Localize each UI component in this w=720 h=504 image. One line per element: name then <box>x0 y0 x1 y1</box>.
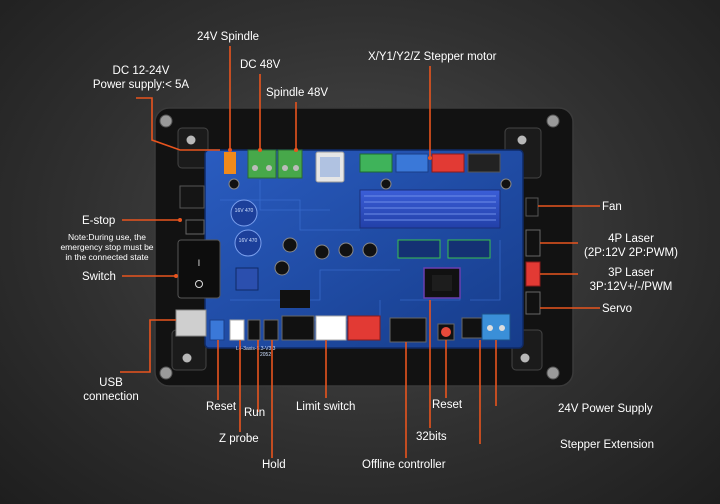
run-connector <box>247 319 261 341</box>
terminal-block-dc48 <box>247 149 277 179</box>
label-hold: Hold <box>262 459 286 471</box>
label-usb-line1: USB <box>99 377 123 389</box>
silkscreen-code: 2052 <box>260 352 271 358</box>
screw-icon <box>520 353 530 363</box>
label-24v-power-supply: 24V Power Supply <box>558 403 653 415</box>
label-switch: Switch <box>82 271 116 283</box>
stepper-connector-z <box>467 153 501 173</box>
stepper-connector-y2 <box>431 153 465 173</box>
label-dc-48v: DC 48V <box>240 59 281 71</box>
offline-connector <box>389 317 427 343</box>
label-4p-laser-line1: 4P Laser <box>608 233 654 245</box>
driver-chip <box>235 267 259 291</box>
screw-icon <box>159 114 173 128</box>
dc-jack <box>179 185 205 209</box>
label-estop-note-line3: in the connected state <box>65 252 149 262</box>
stepper-ext-connector <box>461 317 483 339</box>
regulator <box>280 290 310 308</box>
label-spindle-48v: Spindle 48V <box>266 87 329 99</box>
label-dc-supply-line2: Power supply:< 5A <box>92 79 190 91</box>
laser4-connector <box>525 229 541 257</box>
label-fan: Fan <box>602 201 622 213</box>
label-usb-line2: connection <box>83 391 139 403</box>
label-estop-note: Note:During use, the emergency stop must… <box>52 232 162 262</box>
stepper-connectors <box>359 153 501 173</box>
label-estop-note-line1: Note:During use, the <box>68 232 146 242</box>
bottom-connectors <box>209 313 511 343</box>
limit-connector-black <box>281 315 315 341</box>
limit-connector-red <box>347 315 381 341</box>
silkscreen: L4-3axis-5.3-V3.3 <box>236 346 276 352</box>
capacitor <box>230 199 258 227</box>
label-usb: USB connection <box>76 376 146 404</box>
limit-connector-white <box>315 315 347 341</box>
estop-connector <box>185 219 205 235</box>
cap-label: 16V 470 <box>235 208 254 214</box>
label-run: Run <box>244 407 266 419</box>
capacitors <box>228 178 512 276</box>
label-dc-supply: DC 12-24V Power supply:< 5A <box>86 64 196 92</box>
rocker-switch <box>177 239 221 299</box>
label-estop: E-stop <box>82 215 116 227</box>
terminal-block-spindle48 <box>277 149 303 179</box>
terminal-block-24v <box>224 152 236 174</box>
svg-text:I: I <box>198 259 201 269</box>
stepper-connector-x <box>359 153 393 173</box>
label-stepper-extension: Stepper Extension <box>560 439 654 451</box>
label-estop-note-line2: emergency stop must be <box>60 242 154 252</box>
leader-lines <box>120 46 600 458</box>
label-z-probe: Z probe <box>219 433 259 445</box>
heatsink-fins <box>364 195 496 221</box>
screw-icon <box>517 135 527 145</box>
stepper-connector-y1 <box>395 153 429 173</box>
label-limit-switch: Limit switch <box>296 401 356 413</box>
label-32bits: 32bits <box>416 431 447 443</box>
label-3p-laser: 3P Laser 3P:12V+/-/PWM <box>578 266 684 294</box>
screw-icon <box>546 114 560 128</box>
zprobe-connector <box>229 319 245 341</box>
usb-port <box>175 309 207 337</box>
label-servo: Servo <box>602 303 633 315</box>
fan-connector <box>525 197 539 217</box>
laser3-connector <box>525 261 541 287</box>
label-3p-laser-line1: 3P Laser <box>608 267 654 279</box>
reset-connector <box>209 319 225 341</box>
label-4p-laser-line2: (2P:12V 2P:PWM) <box>584 247 678 259</box>
label-stepper-motor: X/Y1/Y2/Z Stepper motor <box>368 51 497 63</box>
label-dc-supply-line1: DC 12-24V <box>112 65 170 77</box>
hold-connector <box>263 319 279 341</box>
power-terminals <box>224 149 303 179</box>
label-reset-left: Reset <box>206 401 237 413</box>
screw-icon <box>159 366 173 380</box>
leader-end-dots <box>174 148 432 278</box>
label-24v-spindle: 24V Spindle <box>197 31 260 43</box>
side-connectors <box>525 197 541 315</box>
relay <box>315 151 345 183</box>
capacitor <box>234 229 262 257</box>
label-4p-laser: 4P Laser (2P:12V 2P:PWM) <box>578 232 684 260</box>
mcu-chip <box>423 267 461 299</box>
label-reset-right: Reset <box>432 399 463 411</box>
label-offline-controller: Offline controller <box>362 459 446 471</box>
servo-connector <box>525 291 541 315</box>
plate-screws <box>159 114 560 380</box>
screw-icon <box>182 353 192 363</box>
label-3p-laser-line2: 3P:12V+/-/PWM <box>589 281 673 293</box>
cap-label: 16V 470 <box>239 238 258 244</box>
power24-terminal <box>481 313 511 341</box>
screw-icon <box>186 135 196 145</box>
screw-icon <box>546 366 560 380</box>
